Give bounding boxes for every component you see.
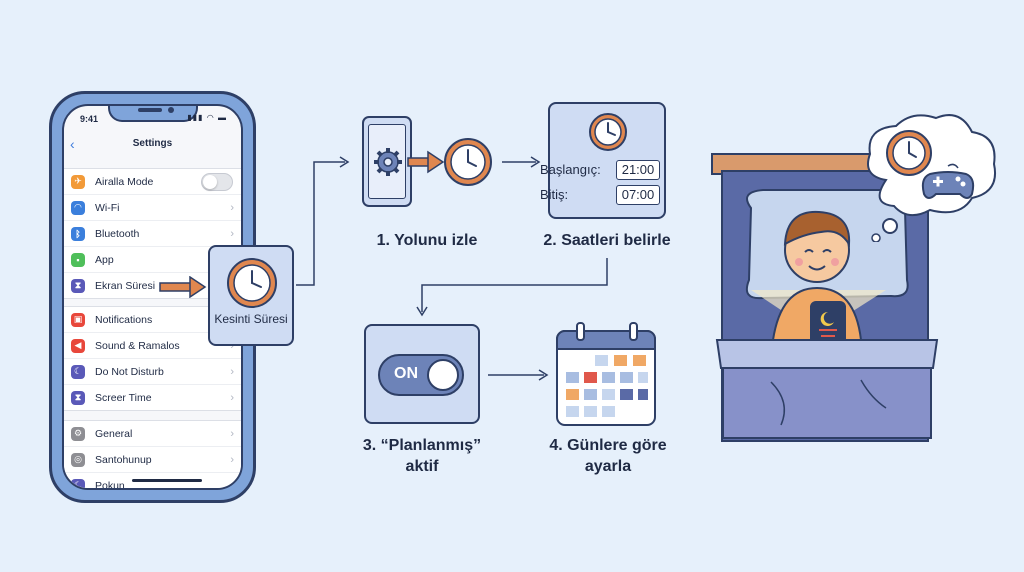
phone-screen: 9:41 ▮▮▮ ◠ ▬ ‹ Settings ✈ Airalla Mode ◠… (62, 104, 243, 490)
airplane-icon: ✈ (71, 174, 85, 189)
downtime-card[interactable]: Kesinti Süresi (208, 245, 294, 346)
arrow-to-downtime-icon (159, 276, 207, 298)
step-2-label: 2. Saatleri belirle (543, 232, 671, 249)
settings-row-label: App (95, 253, 114, 266)
clock-icon (589, 113, 627, 151)
step-4-label: 4. Günlere göre ayarla (549, 437, 667, 475)
status-time: 9:41 (80, 114, 99, 124)
game-controller-icon (921, 163, 975, 199)
calendar-icon (556, 322, 656, 426)
end-time-field[interactable]: 07:00 (616, 185, 660, 205)
settings-row-label: Bluetooth (95, 227, 140, 240)
settings-row-label: Pokun (95, 479, 125, 490)
phone-notch (107, 106, 198, 122)
sleeping-child-illustration (715, 189, 939, 439)
settings-row[interactable]: ▣ Notifications › (64, 307, 241, 333)
settings-row[interactable]: ⧗ Screer Time › (64, 385, 241, 410)
settings-row-label: Ekran Süresi (95, 279, 156, 292)
airplane-toggle[interactable] (201, 172, 233, 191)
chevron-right-icon: › (230, 201, 234, 214)
chevron-right-icon: › (230, 427, 234, 440)
mini-phone (362, 116, 412, 207)
settings-row-label: Do Not Disturb (95, 365, 164, 378)
bluetooth-icon: ᛒ (71, 226, 85, 241)
clock-icon (444, 138, 492, 186)
settings-row-label: Notifications (95, 313, 153, 326)
hourglass-icon: ⧗ (71, 278, 85, 293)
gear-icon (374, 148, 402, 176)
control-center-icon: ◎ (71, 452, 85, 467)
wifi-icon: ◠ (71, 200, 85, 215)
settings-row[interactable]: ᛒ Bluetooth › (64, 221, 241, 247)
settings-row[interactable]: ☾ Pokun (64, 473, 241, 490)
settings-row[interactable]: ◎ Santohunup › (64, 447, 241, 473)
hourglass-icon: ⧗ (71, 390, 85, 405)
gear-icon: ⚙ (71, 426, 85, 441)
page-title: Settings (132, 138, 173, 149)
settings-row-label: Santohunup (95, 453, 152, 466)
downtime-label: Kesinti Süresi (214, 312, 288, 326)
moon-icon: ☾ (71, 364, 85, 379)
chevron-right-icon: › (230, 453, 234, 466)
scheduled-toggle[interactable]: ON (378, 354, 464, 396)
settings-group-general: ⚙ General › ◎ Santohunup › ☾ Pokun (64, 420, 241, 490)
end-label: Bitiş: (540, 187, 569, 202)
sound-icon: ◀ (71, 338, 85, 353)
toggle-on-label: ON (394, 365, 418, 382)
settings-row[interactable]: ✈ Airalla Mode (64, 169, 241, 195)
app-icon: ▪ (71, 252, 85, 267)
moon-icon: ☾ (71, 478, 85, 488)
settings-row[interactable]: ☾ Do Not Disturb › (64, 359, 241, 385)
settings-row-label: Sound & Ramalos (95, 339, 180, 352)
chevron-right-icon: › (230, 391, 234, 404)
settings-row-label: Wi-Fi (95, 201, 120, 214)
settings-row[interactable]: ◠ Wi-Fi › (64, 195, 241, 221)
home-indicator (132, 479, 202, 482)
status-icons: ▮▮▮ ◠ ▬ (187, 113, 227, 122)
start-label: Başlangıç: (540, 162, 601, 177)
notifications-icon: ▣ (71, 312, 85, 327)
settings-row[interactable]: ⚙ General › (64, 421, 241, 447)
start-time-field[interactable]: 21:00 (616, 160, 660, 180)
step-1-label: 1. Yolunu izle (376, 232, 478, 249)
clock-icon (886, 130, 932, 176)
step-3-label: 3. “Planlanmış” aktif (362, 437, 482, 475)
clock-icon (227, 258, 277, 308)
settings-row-label: Airalla Mode (95, 175, 154, 188)
chevron-right-icon: › (230, 365, 234, 378)
settings-row-label: Screer Time (95, 391, 152, 404)
arrow-right-icon (407, 150, 445, 174)
phone-mockup: 9:41 ▮▮▮ ◠ ▬ ‹ Settings ✈ Airalla Mode ◠… (49, 91, 256, 503)
settings-row-label: General (95, 427, 133, 440)
settings-row-screen-time[interactable]: ⧗ Ekran Süresi (64, 273, 241, 298)
back-chevron-icon[interactable]: ‹ (70, 136, 75, 152)
chevron-right-icon: › (230, 227, 234, 240)
toggle-knob (427, 359, 459, 391)
